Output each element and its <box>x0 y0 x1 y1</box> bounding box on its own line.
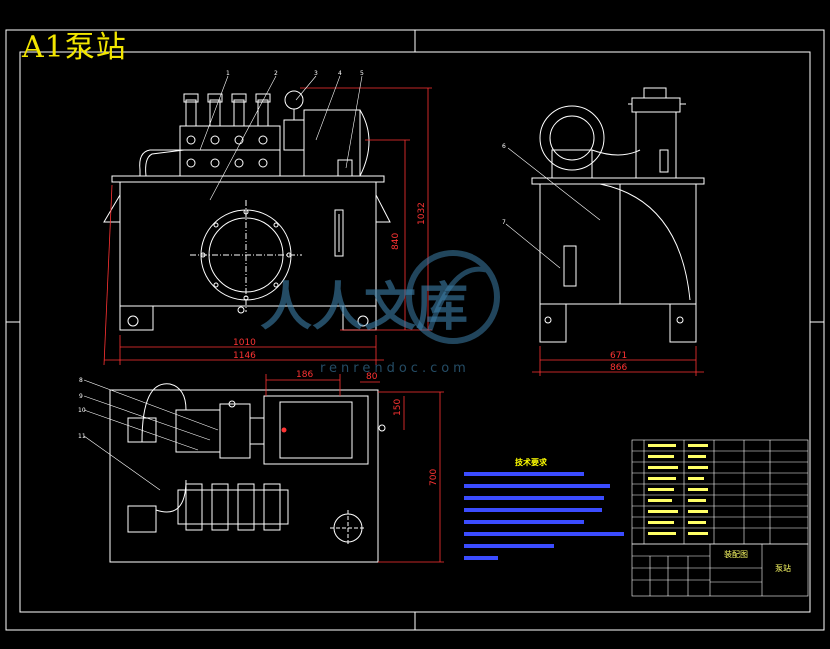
front-dimensions <box>103 87 432 366</box>
callout-2: 2 <box>274 70 278 77</box>
dim-top-b: 80 <box>366 372 378 382</box>
callout-5: 5 <box>360 70 364 77</box>
dim-front-height-2: 1032 <box>417 202 427 225</box>
callout-1: 1 <box>226 70 230 77</box>
tech-requirements-title: 技术要求 <box>515 457 548 467</box>
dim-top-c: 150 <box>393 399 403 416</box>
dim-front-height-1: 840 <box>391 233 401 250</box>
title-block-drawing-name: 泵站 <box>775 563 791 573</box>
dim-top-d: 700 <box>429 469 439 486</box>
callout-10: 10 <box>78 407 86 414</box>
title-block <box>631 543 809 597</box>
title-block-assembly-label: 装配图 <box>724 549 748 559</box>
callout-7: 7 <box>502 219 506 226</box>
center-point-marker <box>281 427 287 433</box>
dim-front-width-outer: 1146 <box>233 351 256 361</box>
parts-list-text <box>648 444 708 535</box>
callout-6: 6 <box>502 143 506 150</box>
watermark-logo-icon <box>406 250 500 344</box>
callout-numbers: 1 2 3 4 5 6 7 8 9 10 11 <box>78 70 506 440</box>
top-view <box>109 383 386 563</box>
callout-11: 11 <box>78 433 86 440</box>
callout-3: 3 <box>314 70 318 77</box>
watermark-text: 人人文库 <box>260 278 468 338</box>
callout-4: 4 <box>338 70 342 77</box>
tech-requirements-lines <box>464 472 624 560</box>
dim-side-width-outer: 866 <box>610 363 627 373</box>
dim-front-width-inner: 1010 <box>233 338 256 348</box>
callout-9: 9 <box>79 393 83 400</box>
dim-top-a: 186 <box>296 370 313 380</box>
side-view <box>531 87 705 343</box>
dim-side-width-inner: 671 <box>610 351 627 361</box>
callout-8: 8 <box>79 377 83 384</box>
top-dimensions <box>265 374 444 563</box>
drawing-title-stamp: A1泵站 <box>22 30 127 65</box>
watermark-url: renrendoc.com <box>320 361 470 376</box>
side-dimensions <box>532 346 704 376</box>
